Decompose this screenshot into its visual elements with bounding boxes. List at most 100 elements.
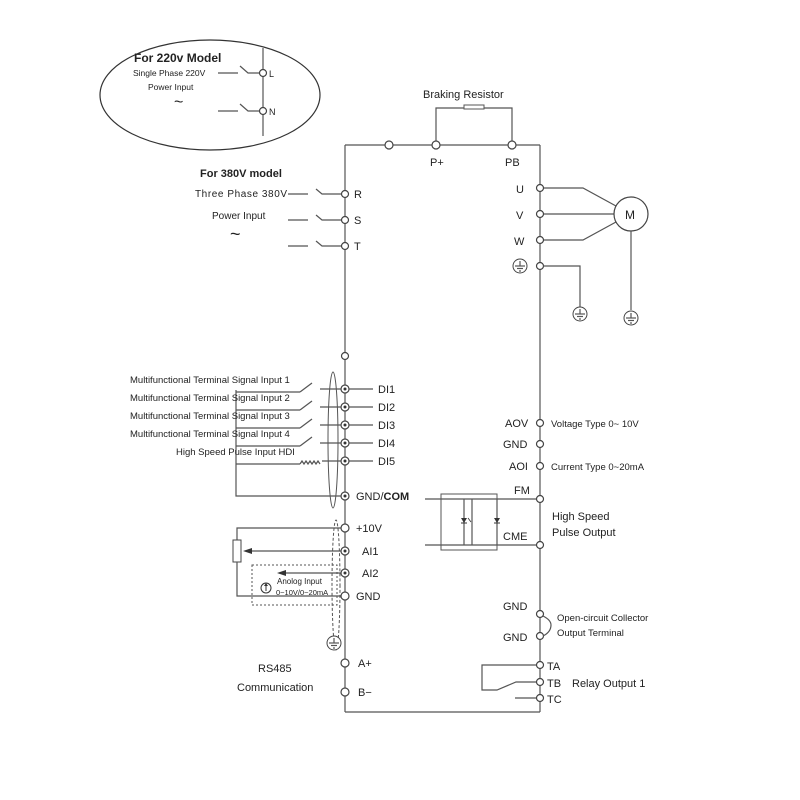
- terminal-gnd-com-label: GND/COM: [356, 491, 409, 503]
- current-type-desc: Current Type 0~20mA: [551, 462, 645, 473]
- potentiometer-icon: [232, 539, 242, 563]
- ground-icon: [623, 310, 639, 326]
- model-380v-line2: Power Input: [212, 211, 266, 222]
- terminal-dot: [343, 441, 347, 445]
- terminal-dot: [343, 405, 347, 409]
- relay-output: TA TB TC Relay Output 1: [481, 660, 645, 706]
- terminal-gnd-oc2: [535, 631, 545, 641]
- terminal-w: [535, 235, 545, 245]
- terminal-t-label: T: [354, 241, 361, 253]
- diode-icon: [494, 518, 500, 523]
- terminal-tb-label: TB: [547, 678, 561, 690]
- terminal-10v-label: +10V: [356, 523, 383, 535]
- terminal-l-label: L: [269, 69, 274, 79]
- terminal-l: [258, 68, 268, 78]
- led-icon: [461, 518, 467, 523]
- terminal-tc-label: TC: [547, 694, 562, 706]
- terminal-b-minus-label: B−: [358, 687, 372, 699]
- switch-icon: [299, 400, 313, 411]
- pulse-output-line2: Pulse Output: [552, 527, 616, 539]
- di3-desc: Multifunctional Terminal Signal Input 3: [130, 411, 290, 422]
- terminal-p-plus: [431, 140, 441, 150]
- relay-output-label: Relay Output 1: [572, 678, 645, 690]
- terminal-gnd-ao-label: GND: [503, 439, 528, 451]
- terminal-ta-label: TA: [547, 661, 561, 673]
- terminal-v: [535, 209, 545, 219]
- open-collector-line2: Output Terminal: [557, 628, 624, 639]
- cable-shield: [331, 519, 341, 651]
- open-collector-line1: Open-circuit Collector: [557, 613, 648, 624]
- ac-tilde-icon: ~: [230, 224, 241, 244]
- resistor-icon: [463, 104, 485, 110]
- terminal-r-label: R: [354, 189, 362, 201]
- model-380v-input: For 380V model Three Phase 380V Power In…: [195, 168, 362, 253]
- terminal-b-minus: [340, 687, 350, 697]
- optocoupler-box: [440, 493, 498, 551]
- terminal-aoi: [535, 461, 545, 471]
- terminal-tb: [535, 677, 545, 687]
- di5-desc: High Speed Pulse Input HDI: [176, 447, 295, 458]
- switch-icon: [299, 436, 313, 447]
- switch-icon: [299, 418, 313, 429]
- terminal-di2-label: DI2: [378, 402, 395, 414]
- terminal-pe: [535, 261, 545, 271]
- terminal-10v: [340, 523, 350, 533]
- terminal-cme-label: CME: [503, 531, 527, 543]
- terminal-r: [340, 189, 350, 199]
- terminal-t: [340, 241, 350, 251]
- cable-shield: [327, 371, 339, 509]
- motor-output: U V W M: [512, 183, 649, 326]
- voltage-type-desc: Voltage Type 0~ 10V: [551, 419, 639, 430]
- terminal-di4-label: DI4: [378, 438, 395, 450]
- terminal-tc: [535, 693, 545, 703]
- model-220v-line2: Power Input: [148, 82, 194, 92]
- terminal-di1-label: DI1: [378, 384, 395, 396]
- terminal-pb: [507, 140, 517, 150]
- terminal-p-plus-label: P+: [430, 157, 444, 169]
- callout-ellipse: [99, 39, 321, 151]
- terminal-ta: [535, 660, 545, 670]
- terminal-gnd-ai-label: GND: [356, 591, 381, 603]
- rs485-line1: RS485: [258, 663, 292, 675]
- digital-inputs: Multifunctional Terminal Signal Input 1 …: [130, 351, 409, 509]
- model-380v-line1: Three Phase 380V: [195, 189, 287, 200]
- terminal-aoi-label: AOI: [509, 461, 528, 473]
- ground-icon: [326, 635, 342, 651]
- model-220v-callout: For 220v Model Single Phase 220V Power I…: [99, 39, 321, 151]
- terminal-cme: [535, 540, 545, 550]
- terminal-s-label: S: [354, 215, 361, 227]
- open-collector: GND GND Open-circuit Collector Output Te…: [503, 601, 648, 644]
- terminal-aov-label: AOV: [505, 418, 529, 430]
- terminal-a-plus-label: A+: [358, 658, 372, 670]
- pulse-output: FM CME High Speed Pulse Output: [425, 485, 616, 551]
- analog-outputs: AOV GND AOI Voltage Type 0~ 10V Current …: [503, 418, 645, 473]
- model-220v-title: For 220v Model: [134, 51, 221, 65]
- braking-resistor: Braking Resistor P+ PB: [384, 89, 520, 169]
- terminal-pb-label: PB: [505, 157, 520, 169]
- terminal-s: [340, 215, 350, 225]
- model-380v-title: For 380V model: [200, 168, 282, 180]
- terminal-di3-label: DI3: [378, 420, 395, 432]
- switch-icon: [299, 382, 313, 393]
- di4-desc: Multifunctional Terminal Signal Input 4: [130, 429, 290, 440]
- rs485: RS485 Communication A+ B−: [237, 658, 372, 699]
- terminal-fm: [535, 494, 545, 504]
- terminal-v-label: V: [516, 210, 524, 222]
- ground-icon: [512, 258, 528, 274]
- terminal-gnd-oc1-label: GND: [503, 601, 528, 613]
- terminal-di5-label: DI5: [378, 456, 395, 468]
- terminal-fm-label: FM: [514, 485, 530, 497]
- terminal-dot: [343, 387, 347, 391]
- terminal-n: [258, 106, 268, 116]
- motor-label: M: [625, 208, 635, 222]
- terminal-aov: [535, 418, 545, 428]
- terminal-gnd-oc1: [535, 609, 545, 619]
- terminal-u: [535, 183, 545, 193]
- terminal-w-label: W: [514, 236, 525, 248]
- rs485-line2: Communication: [237, 682, 313, 694]
- terminal-u-label: U: [516, 184, 524, 196]
- ground-icon: [572, 306, 588, 322]
- terminal-gnd-ao: [535, 439, 545, 449]
- pulse-output-line1: High Speed: [552, 511, 610, 523]
